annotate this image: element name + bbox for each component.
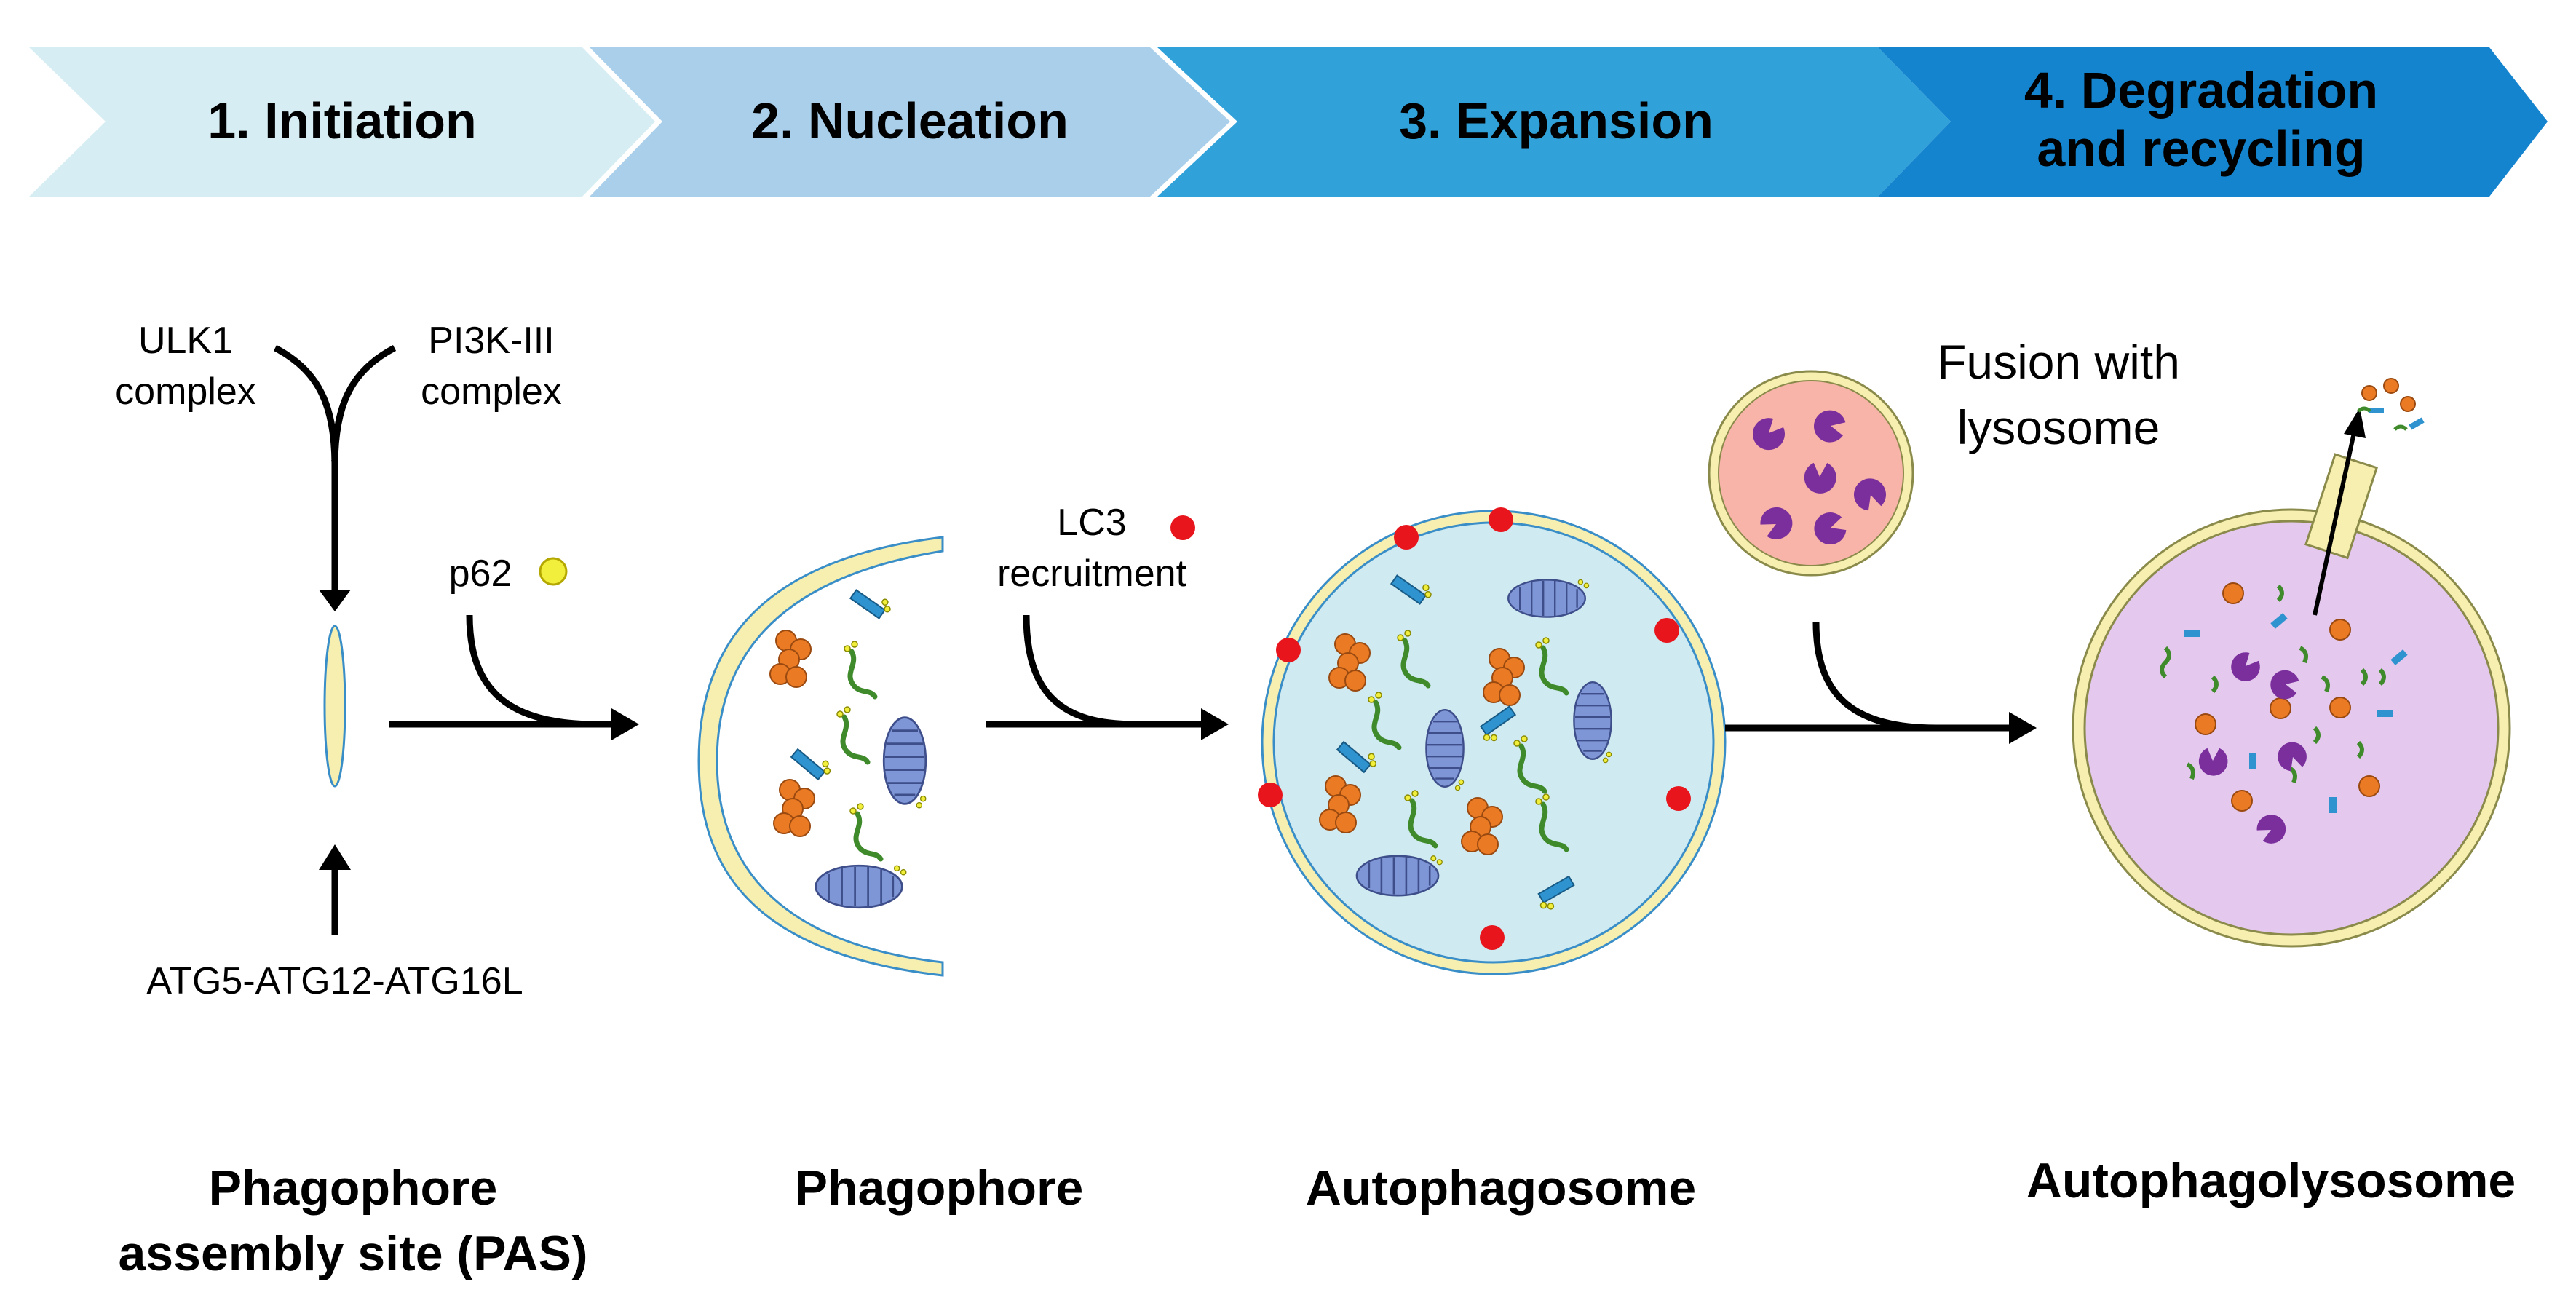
converging-arrows [273,345,397,597]
pas-membrane [323,625,346,788]
phagophore-rna-3 [850,804,881,859]
stage-chevron-nucleation [590,47,1230,197]
lysosome-curve [1812,622,1937,732]
pi3k-label-line2: complex [421,371,562,413]
arrowhead-1 [611,708,639,740]
lc3-marker-2 [1489,507,1513,532]
phagophore-mitochondrion-1 [882,716,927,809]
recycled-protein-3 [2400,396,2416,412]
pi3k-label-line1: PI3K-III [428,320,554,362]
phagophore-mitochondrion-2 [815,864,908,909]
p62-label: p62 [449,553,512,595]
phagophore-protein-2 [773,779,815,837]
stage-chevron-initiation [29,47,655,197]
phagophore-rna-2 [837,707,868,762]
stage-label-degradation-line2: and recycling [2037,120,2365,177]
autophagolysosome-lumen [2083,520,2500,936]
autophagosome-lumen [1272,521,1715,964]
lc3-marker-6 [1666,786,1691,811]
phagophore-title: Phagophore [795,1160,1084,1216]
lc3-marker-4 [1276,638,1301,662]
lc3-label-line2: recruitment [997,553,1187,595]
lc3-marker-5 [1258,783,1283,807]
stage-label-expansion: 3. Expansion [1399,92,1713,149]
ulk1-label-line1: ULK1 [138,320,233,362]
lc3-curve [1023,614,1136,728]
efflux-arrow-shaft [2313,429,2357,616]
converging-arrowhead [319,590,351,611]
lc3-label-line1: LC3 [1057,502,1126,544]
phagophore-rod-1 [849,581,895,622]
arrowhead-2 [1201,708,1229,740]
stage-chevron-expansion [1157,47,1951,197]
efflux-arrowhead [2344,408,2366,438]
autophagosome-title: Autophagosome [1306,1160,1696,1216]
recycled-protein-1 [2361,385,2377,401]
phagophore-rod-2 [790,741,835,783]
lc3-dot [1170,515,1195,540]
lc3-marker-1 [1394,525,1419,550]
arrowhead-3 [2009,712,2037,744]
lc3-marker-7 [1480,925,1505,950]
stage-label-initiation: 1. Initiation [207,92,476,149]
pas-title-line1: Phagophore [209,1160,498,1216]
ulk1-label-line2: complex [115,371,256,413]
recycled-protein-2 [2383,378,2399,394]
pas-title-line2: assembly site (PAS) [118,1226,587,1281]
fusion-label-line2: lysosome [1957,400,2160,454]
phagophore-membrane [697,536,944,977]
stage-label-degradation-line1: 4. Degradation [2024,62,2378,119]
recycled-rna-2 [2393,424,2408,431]
stage-label-nucleation: 2. Nucleation [751,92,1069,149]
recycled-rna-1 [2357,406,2371,413]
phagophore-protein-1 [769,630,812,688]
lc3-marker-3 [1654,618,1679,643]
fusion-label-line1: Fusion with [1937,335,2180,389]
p62-curve [466,614,598,728]
recycled-fragment-2 [2409,417,2425,430]
atg-complex-label: ATG5-ATG12-ATG16L [146,960,523,1002]
p62-dot [539,557,568,586]
recycled-fragment-1 [2369,408,2384,413]
atg-arrowhead [319,844,351,870]
phagophore-rna-1 [844,641,875,697]
stage-chevron-degradation [1878,47,2548,197]
degraded-contents [2160,582,2408,813]
autophagolysosome-title: Autophagolysosome [2026,1153,2516,1208]
